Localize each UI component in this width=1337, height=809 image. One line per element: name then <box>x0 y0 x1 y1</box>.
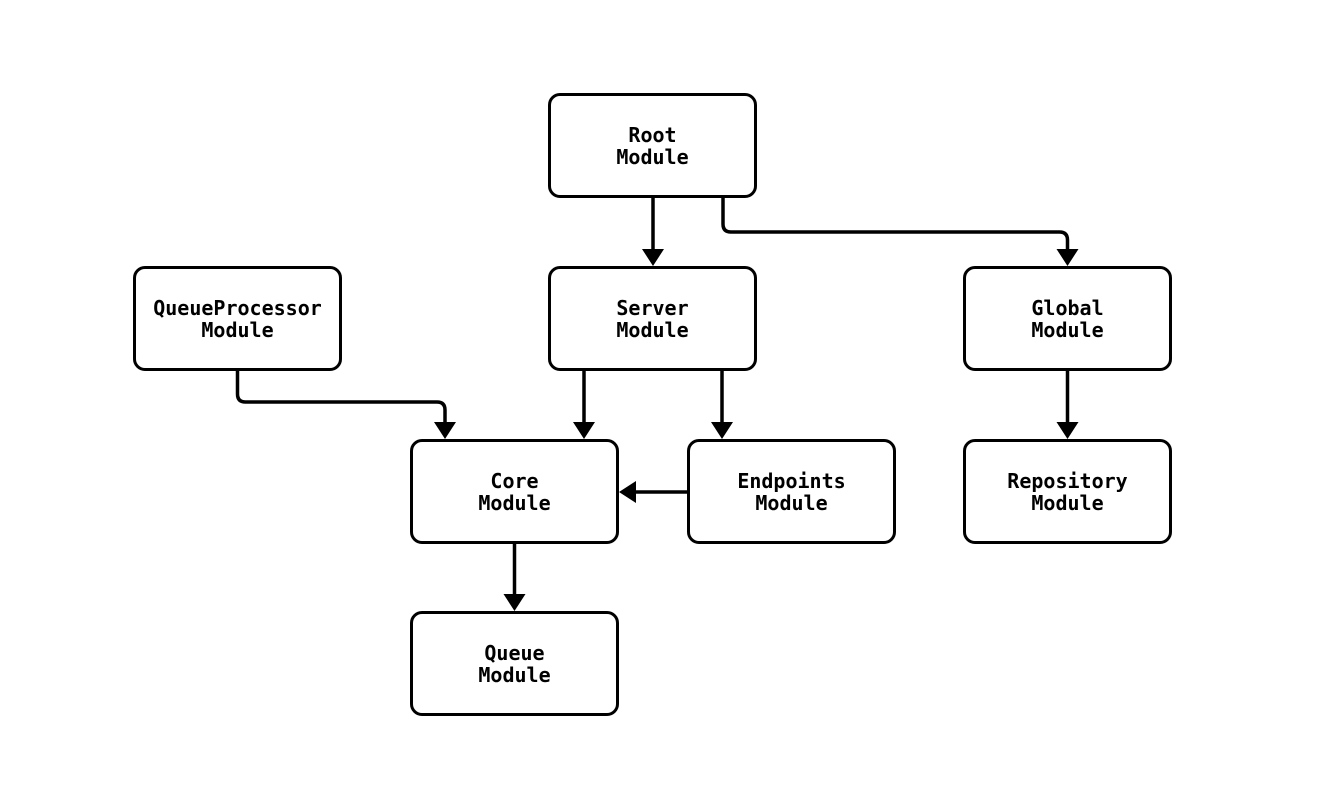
node-core-module: Core Module <box>410 439 619 544</box>
node-repository-module-label-line2: Module <box>1031 490 1104 515</box>
node-root-module-label-line1: Root <box>628 122 677 147</box>
node-endpoints-module: Endpoints Module <box>687 439 896 544</box>
node-global-module: Global Module <box>963 266 1172 371</box>
node-queueprocessor-module-label-line2: Module <box>201 317 274 342</box>
node-repository-module-label-line1: Repository <box>1007 468 1128 493</box>
edge-queueprocessor-to-core <box>235 371 447 422</box>
node-global-module-label-line2: Module <box>1031 317 1104 342</box>
node-core-module-label-line1: Core <box>490 468 539 493</box>
node-queueprocessor-module: QueueProcessor Module <box>133 266 342 371</box>
node-core-module-label-line2: Module <box>478 490 551 515</box>
node-endpoints-module-label-line2: Module <box>755 490 828 515</box>
node-queue-module: Queue Module <box>410 611 619 716</box>
node-queue-module-label-line1: Queue <box>484 640 545 665</box>
arrowhead-root-to-server <box>642 249 664 266</box>
node-queueprocessor-module-label-line1: QueueProcessor <box>153 295 322 320</box>
arrowhead-core-to-queue <box>503 594 526 611</box>
arrowhead-root-to-global <box>1056 249 1079 266</box>
node-server-module-label-line1: Server <box>616 295 689 320</box>
node-queue-module-label-line2: Module <box>478 662 551 687</box>
node-server-module-label-line2: Module <box>616 317 689 342</box>
arrowhead-server-to-core <box>573 422 595 439</box>
node-root-module: Root Module <box>548 93 757 198</box>
edge-root-to-global <box>721 198 1070 249</box>
node-server-module: Server Module <box>548 266 757 371</box>
node-root-module-label-line2: Module <box>616 144 689 169</box>
arrowhead-server-to-endpoints <box>711 422 733 439</box>
arrowhead-queueprocessor-to-core <box>434 422 456 439</box>
node-global-module-label-line1: Global <box>1031 295 1104 320</box>
node-endpoints-module-label-line1: Endpoints <box>737 468 846 493</box>
arrowhead-endpoints-to-core <box>619 481 636 503</box>
node-repository-module: Repository Module <box>963 439 1172 544</box>
arrowhead-global-to-repository <box>1056 422 1079 439</box>
